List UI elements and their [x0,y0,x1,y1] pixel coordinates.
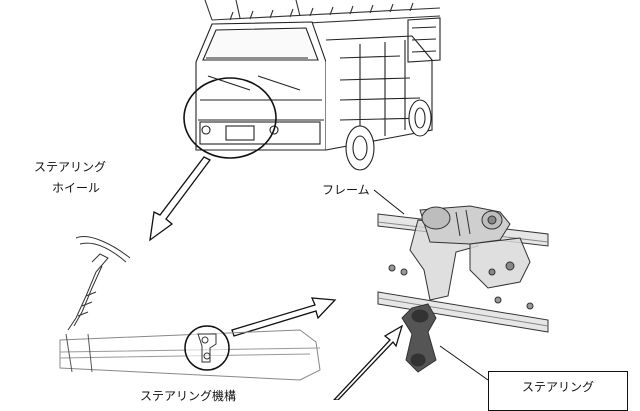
arrow-down-left [149,156,211,242]
gear-box [469,237,531,289]
diagram-canvas [59,0,549,400]
arrows [149,156,404,400]
steering-wheel-label-line1: ステアリング [34,160,107,174]
steering-wheel-label-line2: ホイール [52,181,101,195]
steering-column-illustration [59,236,321,381]
steering-box-leader-line [439,345,489,381]
license-plate [225,125,255,141]
windshield [202,27,319,61]
frame-leader-line [373,189,405,215]
arrow-bottom [333,324,404,400]
frame-label: フレーム [322,183,370,197]
front-wheel [345,125,375,171]
frame-detail-illustration [373,189,549,381]
fire-truck-illustration [183,0,441,171]
steering-wheel [75,236,131,263]
pitman-arm [401,303,437,373]
steering-mechanism-label: ステアリング機構 [140,389,237,403]
highlight-circle [183,77,277,159]
mechanism-circle [184,325,230,371]
chassis-rail [59,329,321,381]
rear-wheel [408,99,432,137]
wiper [207,75,301,91]
steering-box-label: ステアリング [488,371,628,411]
